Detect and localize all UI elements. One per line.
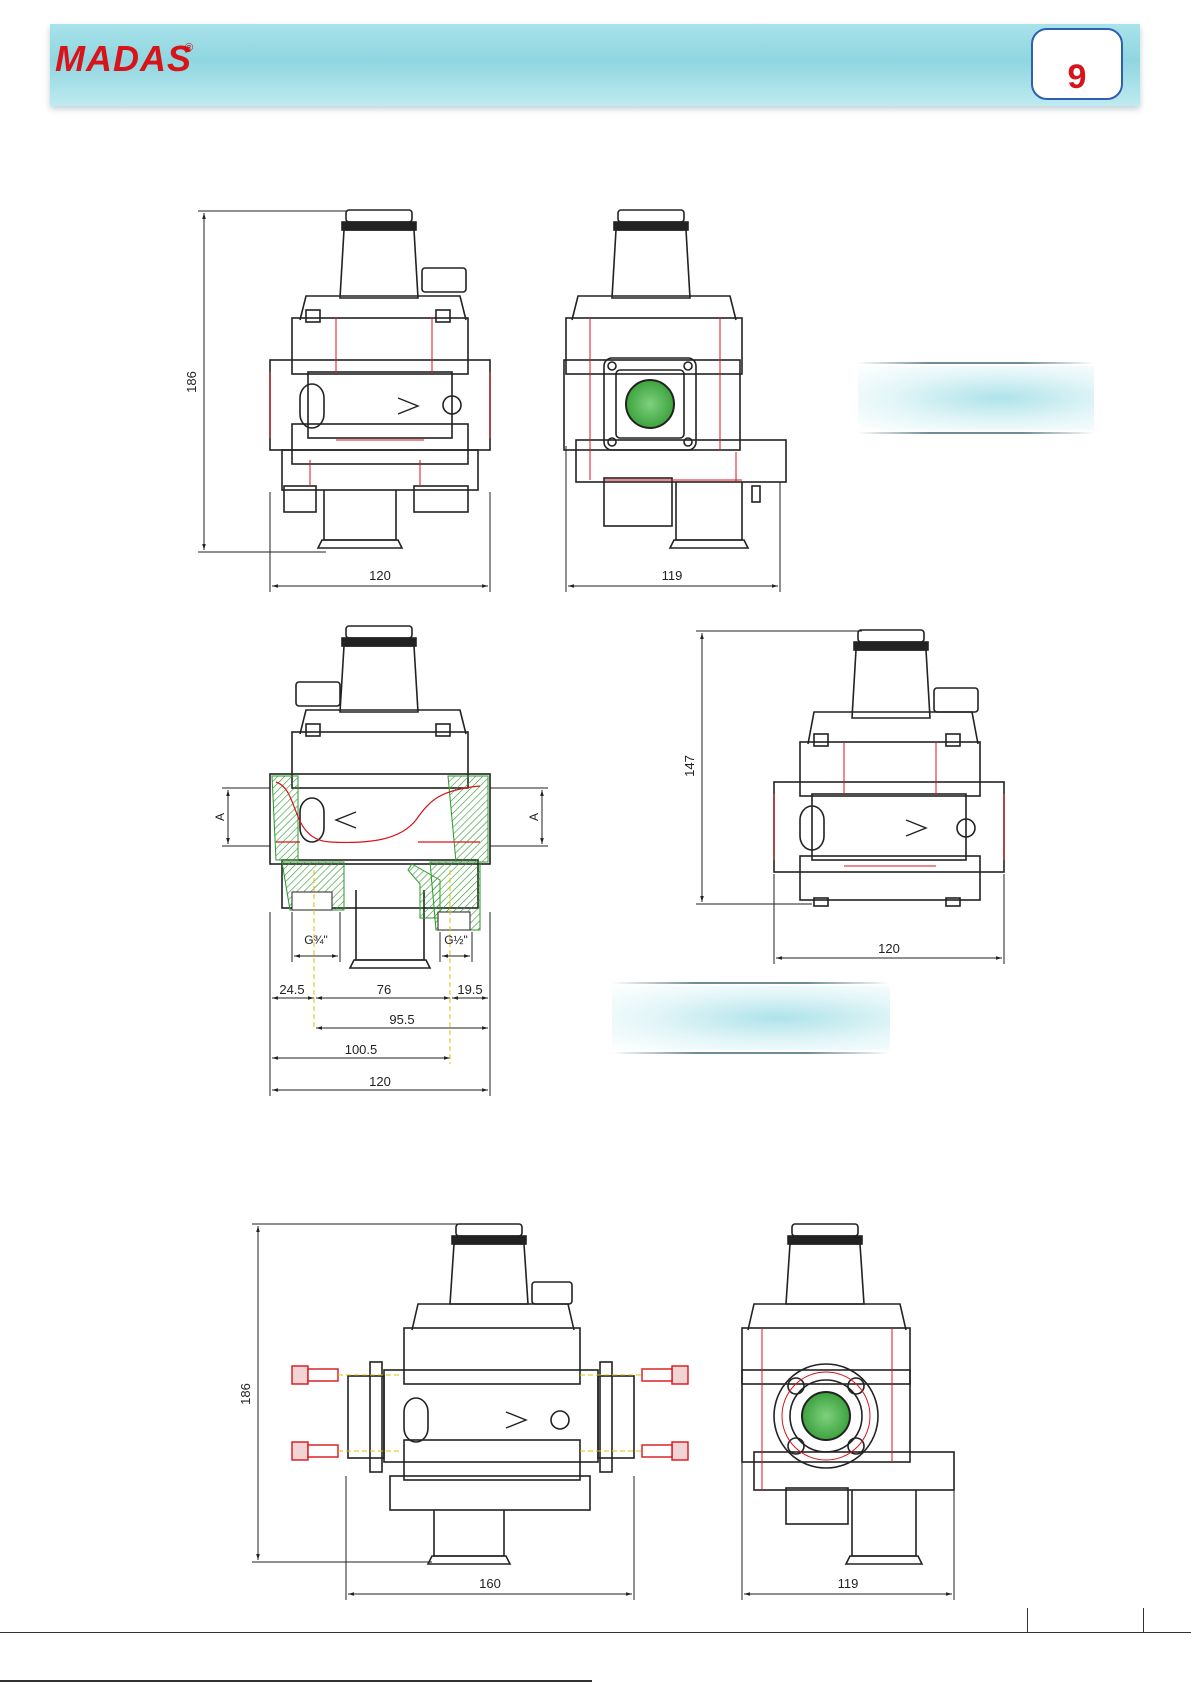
view-3-dim-100-5: 100.5: [345, 1042, 378, 1057]
view-4-dimensions: [696, 631, 1004, 964]
view-3-hatched-sections: [272, 776, 488, 930]
view-1-dim-width: 120: [369, 568, 391, 583]
view-5-flanged-front: [348, 1224, 634, 1564]
view-3-thread-right: G½": [444, 933, 468, 947]
footer-bottom-rule: [0, 1680, 592, 1682]
view-4-red-hidden-lines: [774, 742, 1004, 866]
view-3-dim-24-5: 24.5: [279, 982, 304, 997]
view-4-dim-height: 147: [682, 755, 697, 777]
footer-tick-right: [1143, 1608, 1144, 1632]
view-3-dim-76: 76: [377, 982, 391, 997]
view-3-dim-120: 120: [369, 1074, 391, 1089]
view-5-dim-width: 160: [479, 1576, 501, 1591]
view-6-flanged-side: [742, 1224, 954, 1564]
view-2-dim-width: 119: [662, 568, 683, 583]
view-3-dimensions: [222, 788, 548, 1096]
view-5-dimensions: [252, 1224, 634, 1600]
view-6-dim-width: 119: [838, 1576, 859, 1591]
view-3-label-a-right: A: [527, 813, 541, 821]
footer-tick-left: [1027, 1608, 1028, 1632]
view-4-front-compact: [774, 630, 1004, 906]
view-3-thread-left: G¾": [304, 933, 328, 947]
view-1-dim-height: 186: [184, 371, 199, 393]
view-3-dim-19-5: 19.5: [457, 982, 482, 997]
view-5-dim-height: 186: [238, 1383, 253, 1405]
view-3-dim-95-5: 95.5: [389, 1012, 414, 1027]
view-1-red-hidden-lines: [270, 318, 490, 486]
view-2-side: [564, 210, 786, 548]
view-1-front: [270, 210, 490, 548]
view-3-label-a-left: A: [213, 813, 227, 821]
view-5-bolts: [292, 1366, 688, 1460]
view-4-dim-width: 120: [878, 941, 900, 956]
footer-rule: [0, 1632, 1191, 1633]
